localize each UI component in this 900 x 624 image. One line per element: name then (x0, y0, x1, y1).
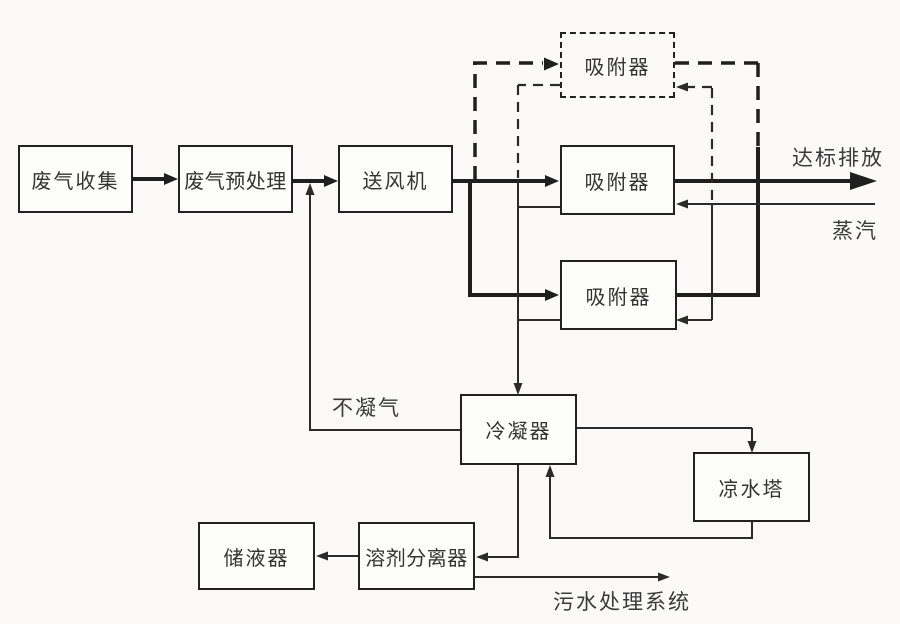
node-blower: 送风机 (338, 145, 453, 213)
node-pretreatment: 废气预处理 (178, 145, 293, 213)
non-condensable-label: 不凝气 (332, 397, 401, 420)
main-gas-flow-lines (133, 147, 877, 301)
node-label: 溶剂分离器 (365, 547, 468, 570)
node-solvent-separator: 溶剂分离器 (358, 522, 475, 590)
node-liquid-storage: 储液器 (198, 522, 315, 590)
node-label: 废气预处理 (184, 170, 287, 193)
standby-steam-dashed-lines (516, 83, 714, 200)
node-label: 储液器 (223, 547, 290, 570)
node-adsorber-standby: 吸附器 (560, 32, 675, 98)
node-label: 凉水塔 (718, 478, 785, 501)
cooling-water-lines (545, 427, 757, 539)
condensate-lines (316, 465, 670, 582)
node-label: 吸附器 (584, 171, 651, 194)
node-label: 废气收集 (31, 170, 120, 193)
node-label: 吸附器 (585, 286, 652, 309)
node-adsorber-1: 吸附器 (560, 145, 675, 215)
node-adsorber-2: 吸附器 (560, 260, 677, 330)
node-label: 送风机 (362, 170, 429, 193)
node-condenser: 冷凝器 (460, 394, 577, 465)
discharge-label: 达标排放 (792, 147, 884, 170)
standby-steam-arrowhead (676, 82, 688, 92)
standby-gas-dashed-lines (473, 61, 760, 180)
node-label: 冷凝器 (485, 421, 552, 443)
standby-inlet-arrowhead (544, 57, 559, 71)
node-cooling-tower: 凉水塔 (693, 452, 810, 522)
desorption-lines (513, 180, 560, 395)
steam-label: 蒸汽 (832, 220, 878, 243)
non-condensable-recycle-line (305, 183, 460, 431)
steam-lines (676, 199, 875, 325)
sewage-system-label: 污水处理系统 (553, 591, 691, 614)
node-label: 吸附器 (584, 56, 651, 79)
node-waste-gas-collection: 废气收集 (18, 145, 133, 213)
